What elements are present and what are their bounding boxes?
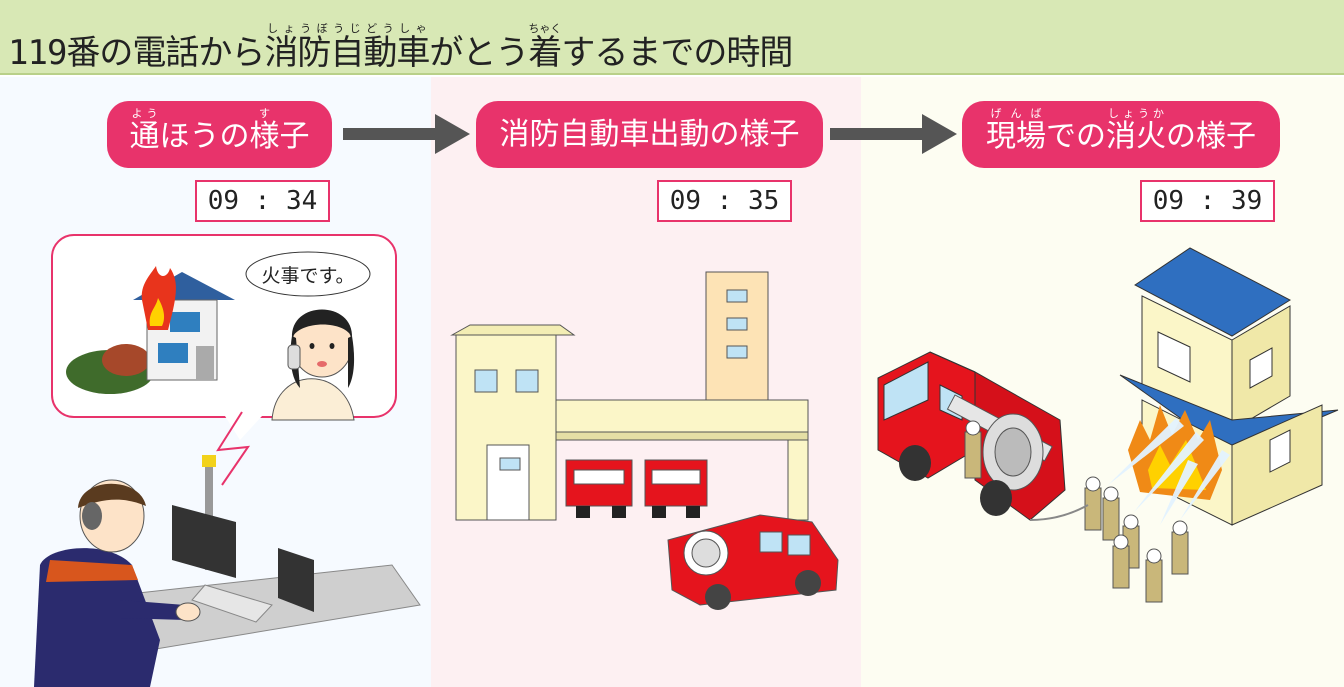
step-firefight-label: 現場げんばでの消火しょうかの様子 <box>962 101 1280 168</box>
time-dispatch: 09 : 35 <box>657 180 792 222</box>
step-call-label: 通ようほうの様す子 <box>107 101 332 168</box>
arrow-2 <box>830 114 957 154</box>
firefighters <box>964 420 1189 603</box>
speech-text: 火事です。 <box>261 265 354 287</box>
fire-truck-departing <box>667 514 839 610</box>
fire-station <box>450 271 809 521</box>
step-dispatch-label: 消防自動車出動の様子 <box>476 101 823 168</box>
water-sprays <box>1108 418 1230 525</box>
page-title: 119番の電話から消防自動車しょうぼうじどうしゃがとう着ちゃくするまでの時間 <box>8 22 793 73</box>
arrow-1 <box>343 114 470 154</box>
dispatcher <box>34 455 421 687</box>
call-bubble <box>51 234 397 486</box>
time-call: 09 : 34 <box>195 180 330 222</box>
hose <box>1029 504 1089 521</box>
pumper-truck <box>877 351 1066 521</box>
time-firefight: 09 : 39 <box>1140 180 1275 222</box>
burning-house <box>1119 247 1339 526</box>
title-bar: 119番の電話から消防自動車しょうぼうじどうしゃがとう着ちゃくするまでの時間 <box>0 0 1344 75</box>
